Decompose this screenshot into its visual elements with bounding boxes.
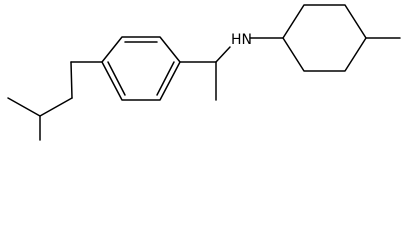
nh-atom-label: HN bbox=[231, 32, 252, 48]
ethyl-linker bbox=[179, 46, 231, 101]
benzene-ring bbox=[101, 36, 181, 101]
bond-ch2 bbox=[70, 61, 73, 99]
isobutyl-group bbox=[7, 61, 103, 141]
cyclohexane-bonds bbox=[282, 4, 367, 72]
benzene-outer-bonds bbox=[101, 36, 181, 101]
benzene-double-bond-left bbox=[107, 61, 126, 96]
cyclohexane-ring bbox=[282, 4, 401, 72]
chemical-structure: HN bbox=[7, 4, 401, 141]
benzene-double-bond-right bbox=[156, 61, 175, 96]
bond-ch-branch bbox=[39, 97, 73, 117]
bond-methyl-a bbox=[7, 97, 41, 117]
bond-ch-n bbox=[215, 46, 231, 63]
